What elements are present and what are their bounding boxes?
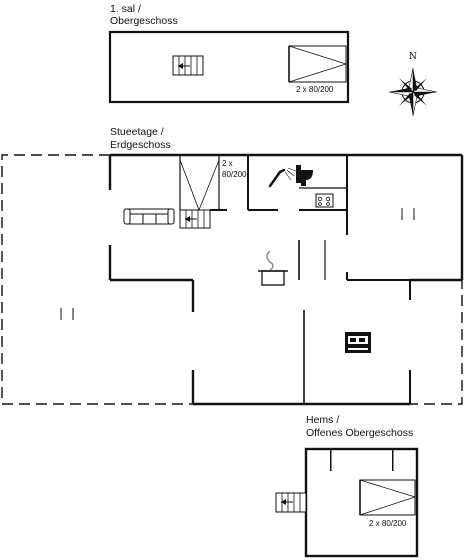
window-icon [60,208,415,320]
upper-floor-label-line1: 1. sal / [110,3,141,15]
ground-floor [1,153,464,406]
ground-bed-label-line1: 2 x [222,159,233,168]
upper-floor-outline [108,30,350,104]
ground-floor-label-line2: Erdgeschoss [110,139,171,151]
loft-bed-label: 2 x 80/200 [369,519,407,528]
bed-icon [359,479,416,516]
double-bed-icon [345,332,371,353]
staircase-icon [275,492,307,513]
sofa-icon [123,208,175,225]
upper-floor-label-line2: Obergeschoss [110,15,178,27]
bed-icon [288,45,347,83]
toilet-icon [296,165,313,186]
loft-floor [275,447,419,558]
loft-label-line1: Hems / [306,414,340,426]
ground-floor-label-line1: Stueetage / [110,126,164,138]
upper-bed-label: 2 x 80/200 [296,85,334,94]
upper-floor [108,30,350,104]
loft-label-line2: Offenes Obergeschoss [306,427,414,439]
compass-icon [388,67,438,117]
loft-outline [304,447,419,558]
stove-icon [315,193,334,208]
cooking-pot-icon [258,250,288,286]
staircase-icon [172,55,204,76]
terrace-outline [1,154,193,405]
staircase-icon [179,159,220,229]
shower-icon [268,167,297,188]
ground-bed-label-line2: 80/200 [222,170,247,179]
compass-north-label: N [409,52,417,62]
